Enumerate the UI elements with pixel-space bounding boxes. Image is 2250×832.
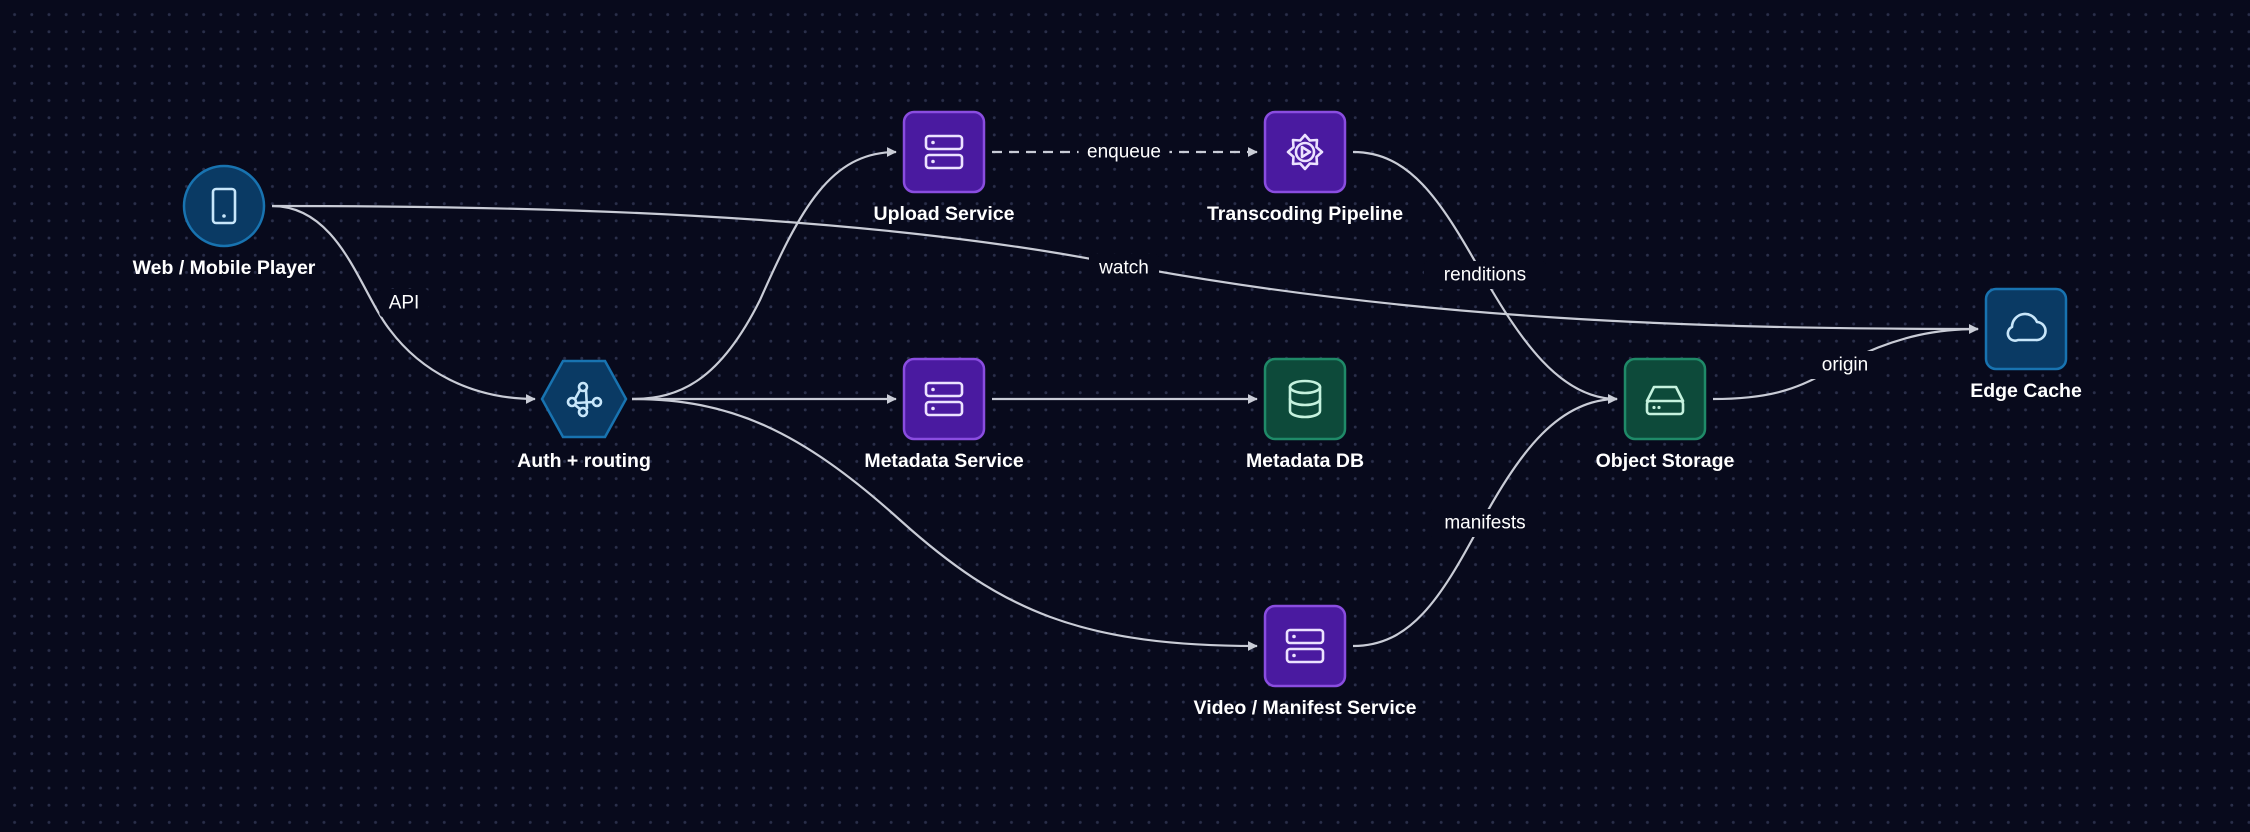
edge-player-auth	[271, 204, 536, 404]
edge-label-text: enqueue	[1087, 142, 1161, 163]
server-icon	[1285, 628, 1325, 664]
node-metadb[interactable]: Metadata DB	[1246, 357, 1364, 472]
node-storage[interactable]: Object Storage	[1596, 357, 1735, 472]
edge-label-text: origin	[1822, 355, 1868, 376]
database-icon	[1288, 379, 1322, 419]
node-shape	[1263, 110, 1347, 194]
edge-label-bg	[1078, 138, 1170, 166]
edge-auth-video	[631, 397, 1258, 651]
node-shape	[1263, 604, 1347, 688]
node-metadata[interactable]: Metadata Service	[864, 357, 1024, 472]
edge-label-transcode-storage: renditions	[1424, 261, 1546, 289]
node-player[interactable]: Web / Mobile Player	[133, 164, 316, 279]
node-label: Auth + routing	[517, 450, 651, 472]
node-label: Transcoding Pipeline	[1207, 203, 1403, 225]
node-shape	[1623, 357, 1707, 441]
edge-label-storage-edge: origin	[1804, 351, 1886, 379]
gear-play-icon	[1286, 133, 1324, 171]
node-shape	[182, 164, 266, 248]
edge-label-bg	[1429, 509, 1541, 537]
edge-label-player-edge: watch	[1089, 254, 1159, 282]
node-label: Upload Service	[874, 203, 1015, 225]
edge-label-bg	[1089, 254, 1159, 282]
node-shape	[1984, 287, 2068, 371]
node-edge[interactable]: Edge Cache	[1970, 287, 2082, 402]
node-shape	[902, 357, 986, 441]
edge-label-video-storage: manifests	[1429, 509, 1541, 537]
node-video[interactable]: Video / Manifest Service	[1194, 604, 1417, 719]
edge-label-text: renditions	[1444, 265, 1526, 286]
cloud-icon	[2006, 312, 2047, 342]
edge-label-bg	[1424, 261, 1546, 289]
node-upload[interactable]: Upload Service	[874, 110, 1015, 225]
edge-label-upload-transcode: enqueue	[1078, 138, 1170, 166]
server-icon	[924, 381, 964, 417]
node-shape	[540, 359, 628, 439]
edge-auth-upload	[631, 147, 897, 401]
node-shape	[902, 110, 986, 194]
edge-label-text: manifests	[1444, 513, 1525, 534]
node-label: Edge Cache	[1970, 380, 2082, 402]
server-icon	[924, 134, 964, 170]
share-nodes-icon	[566, 381, 603, 418]
node-label: Video / Manifest Service	[1194, 697, 1417, 719]
edge-label-bg	[379, 289, 429, 317]
node-transcode[interactable]: Transcoding Pipeline	[1207, 110, 1403, 225]
edge-label-bg	[1804, 351, 1886, 379]
edge-label-text: API	[389, 293, 420, 314]
node-label: Metadata DB	[1246, 450, 1364, 472]
hard-drive-icon	[1645, 385, 1685, 416]
edge-label-text: watch	[1098, 258, 1149, 279]
node-shape	[1263, 357, 1347, 441]
tablet-icon	[211, 187, 237, 225]
node-label: Web / Mobile Player	[133, 257, 316, 279]
node-label: Metadata Service	[864, 450, 1023, 472]
node-auth[interactable]: Auth + routing	[517, 359, 651, 472]
node-label: Object Storage	[1596, 450, 1735, 472]
edge-label-player-auth: API	[379, 289, 429, 317]
